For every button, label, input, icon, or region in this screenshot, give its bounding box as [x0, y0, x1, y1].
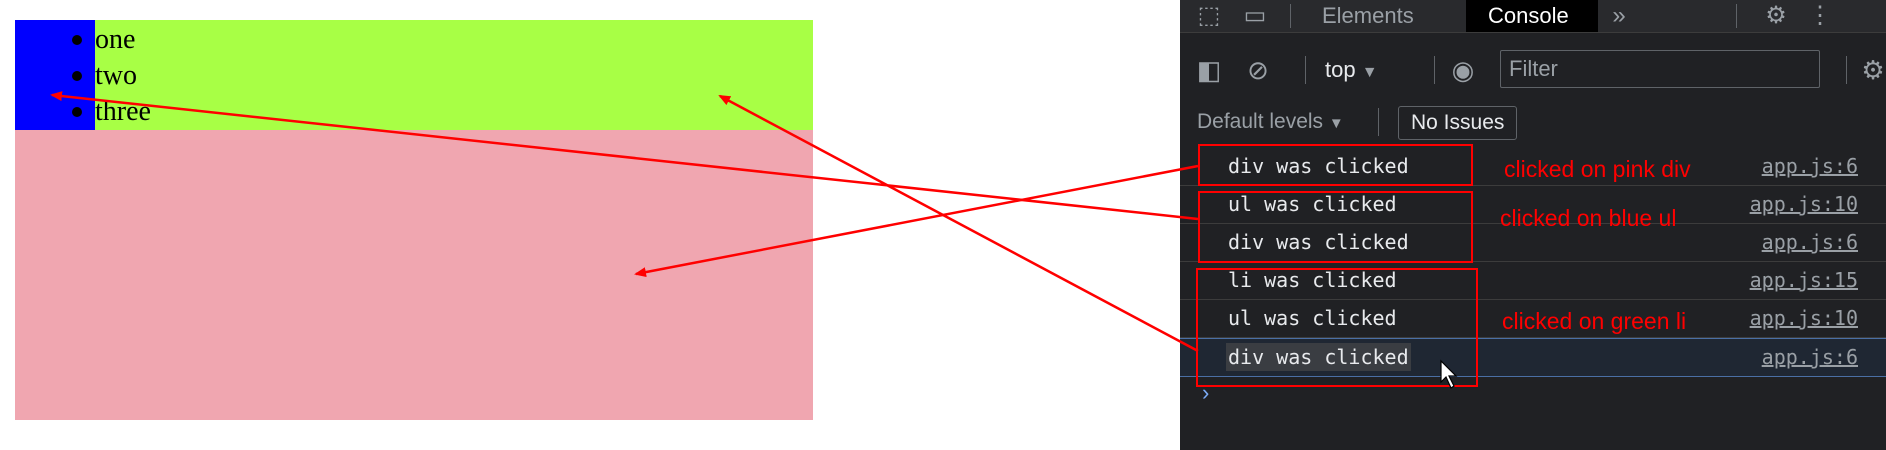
log-source-link[interactable]: app.js:6 — [1761, 154, 1858, 178]
divider — [1290, 4, 1291, 28]
log-source-link[interactable]: app.js:10 — [1749, 192, 1858, 216]
annotation-label-blue: clicked on blue ul — [1500, 205, 1677, 231]
issues-button[interactable]: No Issues — [1398, 106, 1518, 140]
log-row-selected: div was clicked app.js:6 — [1180, 338, 1886, 377]
log-message: ul was clicked — [1228, 192, 1397, 216]
annotation-box-pink — [1198, 144, 1473, 186]
log-row: ul was clicked app.js:10 — [1180, 300, 1886, 338]
devtools-panel: ⬚ ▭ Elements Console » ⚙ ⋮ ◧ ⊘ top ▼ ◉ ⚙… — [1180, 0, 1886, 450]
log-message: li was clicked — [1228, 268, 1397, 292]
annotation-label-green: clicked on green li — [1502, 308, 1687, 334]
log-message: div was clicked — [1226, 343, 1411, 371]
context-label: top — [1325, 57, 1356, 82]
annotation-box-green — [1196, 268, 1478, 387]
arrow-green-li — [718, 94, 1199, 353]
log-levels-label: Default levels — [1197, 110, 1324, 133]
divider — [1305, 56, 1306, 84]
eye-icon[interactable]: ◉ — [1451, 55, 1475, 85]
inspect-element-icon[interactable]: ⬚ — [1197, 2, 1221, 29]
pink-div[interactable]: one two three — [15, 20, 813, 420]
log-row: div was clicked app.js:6 — [1180, 148, 1886, 186]
log-row: div was clicked app.js:6 — [1180, 224, 1886, 262]
log-message: ul was clicked — [1228, 306, 1397, 330]
console-toolbar: ◧ ⊘ top ▼ ◉ ⚙ — [1180, 48, 1886, 92]
bullet-icon — [72, 107, 82, 117]
devtools-tabbar: ⬚ ▭ Elements Console » ⚙ ⋮ — [1180, 0, 1886, 33]
log-message: div was clicked — [1228, 230, 1409, 254]
device-toolbar-icon[interactable]: ▭ — [1243, 2, 1267, 29]
bullet-icon — [72, 35, 82, 45]
log-message: div was clicked — [1228, 154, 1409, 178]
annotation-label-pink: clicked on pink div — [1504, 156, 1691, 182]
console-prompt[interactable]: › — [1202, 380, 1210, 405]
mouse-cursor-icon — [1440, 359, 1458, 389]
log-row: ul was clicked app.js:10 — [1180, 186, 1886, 224]
green-ul[interactable]: one two three — [15, 20, 813, 130]
arrow-blue-ul — [50, 91, 1199, 221]
list-item-two[interactable]: two — [95, 60, 137, 91]
divider — [1434, 56, 1435, 84]
divider — [1846, 56, 1847, 84]
context-selector[interactable]: top ▼ — [1325, 48, 1378, 92]
tab-elements[interactable]: Elements — [1322, 3, 1414, 28]
tab-console[interactable]: Console — [1466, 0, 1598, 32]
sidebar-toggle-icon[interactable]: ◧ — [1196, 55, 1222, 85]
annotation-box-blue — [1198, 191, 1473, 263]
clear-console-icon[interactable]: ⊘ — [1247, 55, 1269, 85]
caret-down-icon: ▼ — [1328, 115, 1344, 132]
divider — [1378, 108, 1379, 136]
log-source-link[interactable]: app.js:6 — [1761, 345, 1858, 369]
divider — [1736, 4, 1737, 28]
gear-icon[interactable]: ⚙ — [1765, 2, 1787, 29]
log-row: li was clicked app.js:15 — [1180, 262, 1886, 300]
filter-input[interactable] — [1500, 50, 1820, 88]
console-settings-icon[interactable]: ⚙ — [1861, 55, 1885, 85]
chevron-double-right-icon[interactable]: » — [1612, 2, 1626, 29]
bullet-icon — [72, 71, 82, 81]
log-levels-dropdown[interactable]: Default levels ▼ — [1197, 102, 1344, 142]
list-item-one[interactable]: one — [95, 24, 136, 55]
caret-down-icon: ▼ — [1361, 64, 1378, 81]
log-source-link[interactable]: app.js:10 — [1749, 306, 1858, 330]
kebab-menu-icon[interactable]: ⋮ — [1808, 2, 1832, 29]
levels-row: Default levels ▼ No Issues — [1180, 102, 1886, 142]
log-source-link[interactable]: app.js:15 — [1749, 268, 1858, 292]
arrow-pink-div — [634, 164, 1199, 278]
log-source-link[interactable]: app.js:6 — [1761, 230, 1858, 254]
